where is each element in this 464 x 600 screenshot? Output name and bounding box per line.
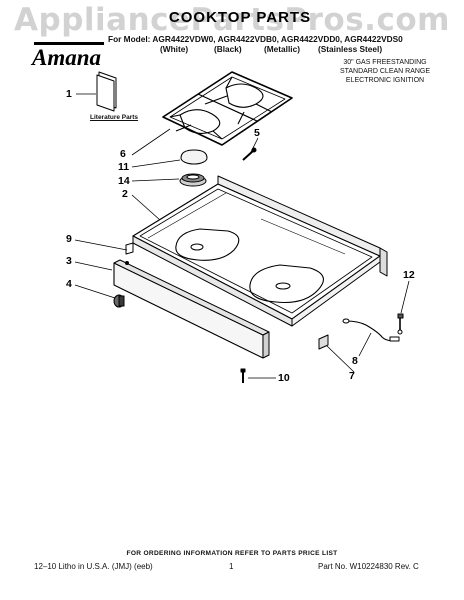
spark-electrode-wire xyxy=(342,318,400,342)
brand-logo-bar xyxy=(34,42,104,45)
leader-lines xyxy=(74,93,410,379)
finish-metallic: (Metallic) xyxy=(264,44,300,54)
callout-14: 14 xyxy=(118,175,130,187)
callout-4: 4 xyxy=(66,278,72,290)
callout-3: 3 xyxy=(66,255,72,267)
callout-11: 11 xyxy=(118,161,130,173)
burner-cap xyxy=(180,149,208,165)
literature-packet xyxy=(96,71,117,112)
callout-12: 12 xyxy=(403,269,415,281)
callout-2: 2 xyxy=(122,188,128,200)
model-list: For Model: AGR4422VDW0, AGR4422VDB0, AGR… xyxy=(108,34,403,44)
callout-5: 5 xyxy=(254,127,260,139)
finish-black: (Black) xyxy=(214,44,242,54)
callout-1: 1 xyxy=(66,88,72,100)
spec-line: 30" GAS FREESTANDING xyxy=(343,59,427,66)
litho-info: 12–10 Litho in U.S.A. (JMJ) (eeb) xyxy=(34,562,153,571)
cooktop-main-top xyxy=(132,175,388,327)
brand-logo: Amana xyxy=(32,45,102,70)
burner-head xyxy=(179,173,207,187)
literature-parts-label: Literature Parts xyxy=(90,114,139,121)
screw-5 xyxy=(242,147,257,161)
burner-grate xyxy=(162,71,293,146)
callout-8: 8 xyxy=(352,355,358,367)
finish-stainless: (Stainless Steel) xyxy=(318,44,383,54)
clip-9 xyxy=(125,242,134,255)
finish-white: (White) xyxy=(160,44,189,54)
page-title: COOKTOP PARTS xyxy=(168,9,312,26)
bracket-7 xyxy=(318,334,329,350)
part-number: Part No. W10224830 Rev. C xyxy=(318,562,419,571)
callout-7: 7 xyxy=(349,370,355,382)
callout-9: 9 xyxy=(66,233,72,245)
spec-line: ELECTRONIC IGNITION xyxy=(345,77,425,84)
range-spec: 30" GAS FREESTANDING STANDARD CLEAN RANG… xyxy=(326,58,444,85)
electrode-screw-12 xyxy=(397,313,404,335)
ordering-note: FOR ORDERING INFORMATION REFER TO PARTS … xyxy=(126,550,338,557)
main-top-front-trim xyxy=(113,259,270,359)
screw-10 xyxy=(240,368,246,383)
callout-10: 10 xyxy=(278,372,290,384)
page-number: 1 xyxy=(229,562,234,571)
control-knob xyxy=(113,294,125,308)
callout-6: 6 xyxy=(120,148,126,160)
spec-line: STANDARD CLEAN RANGE xyxy=(339,68,431,75)
